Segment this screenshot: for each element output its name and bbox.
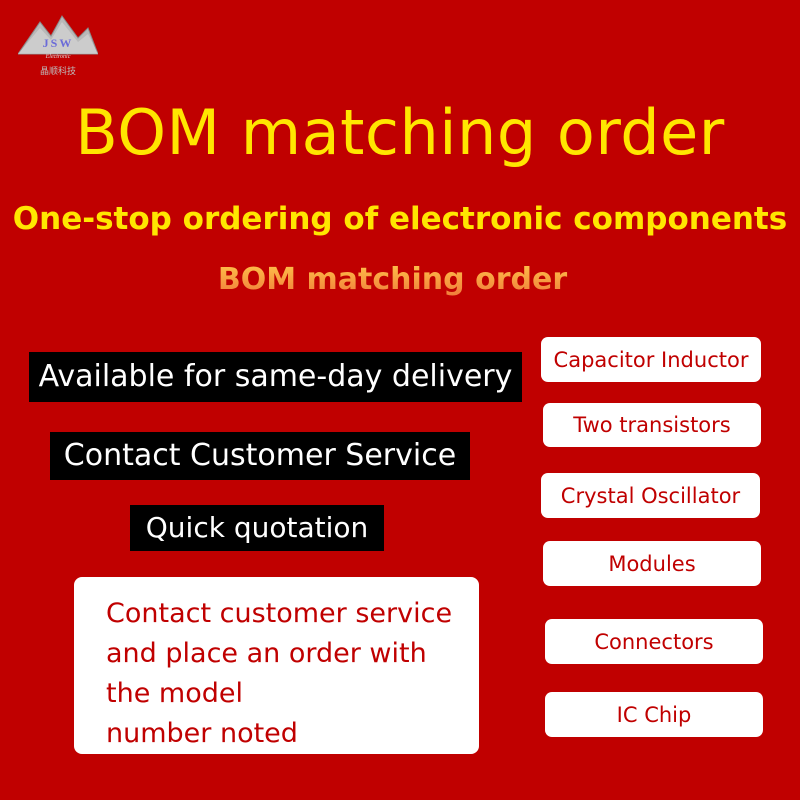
headline: BOM matching order: [75, 96, 725, 169]
subheadline-secondary: BOM matching order: [0, 262, 785, 297]
note-line: and place an order with: [106, 638, 427, 669]
brand-logo: JSW Electronic 晶顺科技: [17, 14, 99, 80]
order-note-card: Contact customer service and place an or…: [74, 577, 479, 754]
note-line: Contact customer service: [106, 598, 453, 629]
note-line: number noted: [106, 718, 298, 749]
category-capacitor-inductor: Capacitor Inductor: [541, 337, 761, 382]
category-modules: Modules: [543, 541, 761, 586]
banner-quick-quotation: Quick quotation: [130, 505, 384, 551]
note-line: the model: [106, 678, 243, 709]
logo-subtext: Electronic: [45, 54, 71, 60]
mountain-logo-icon: JSW Electronic 晶顺科技: [17, 15, 99, 77]
category-two-transistors: Two transistors: [543, 403, 761, 447]
category-connectors: Connectors: [545, 619, 763, 664]
logo-text: JSW: [43, 36, 74, 50]
logo-cn-text: 晶顺科技: [40, 65, 76, 77]
category-ic-chip: IC Chip: [545, 692, 763, 737]
subheadline: One-stop ordering of electronic componen…: [12, 201, 788, 237]
banner-same-day-delivery: Available for same-day delivery: [29, 352, 522, 402]
banner-contact-customer-service: Contact Customer Service: [50, 432, 470, 480]
category-crystal-oscillator: Crystal Oscillator: [541, 473, 760, 518]
